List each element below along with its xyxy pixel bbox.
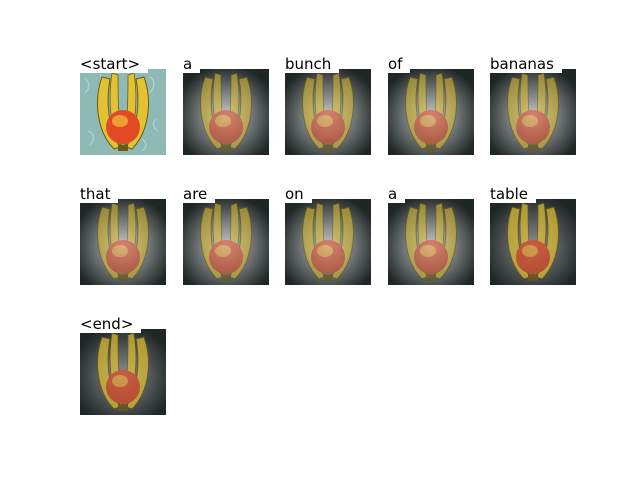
token-word-label: a: [183, 55, 201, 73]
token-word-label: on: [285, 185, 312, 203]
attention-map-image: [80, 199, 166, 285]
attention-map-image: [285, 199, 371, 285]
token-word-label: <end>: [80, 315, 142, 333]
attention-map-image: [285, 69, 371, 155]
attention-map-image: [183, 199, 269, 285]
attention-map-image: [388, 69, 474, 155]
attention-map-image: [490, 199, 576, 285]
token-word-label: <start>: [80, 55, 149, 73]
token-word-label: bananas: [490, 55, 562, 73]
attention-map-image: [388, 199, 474, 285]
token-word-label: that: [80, 185, 119, 203]
attention-map-image: [80, 329, 166, 415]
original-image: [80, 69, 166, 155]
token-word-label: bunch: [285, 55, 340, 73]
attention-map-image: [490, 69, 576, 155]
token-word-label: table: [490, 185, 536, 203]
token-word-label: of: [388, 55, 411, 73]
token-word-label: are: [183, 185, 216, 203]
token-word-label: a: [388, 185, 406, 203]
attention-map-image: [183, 69, 269, 155]
